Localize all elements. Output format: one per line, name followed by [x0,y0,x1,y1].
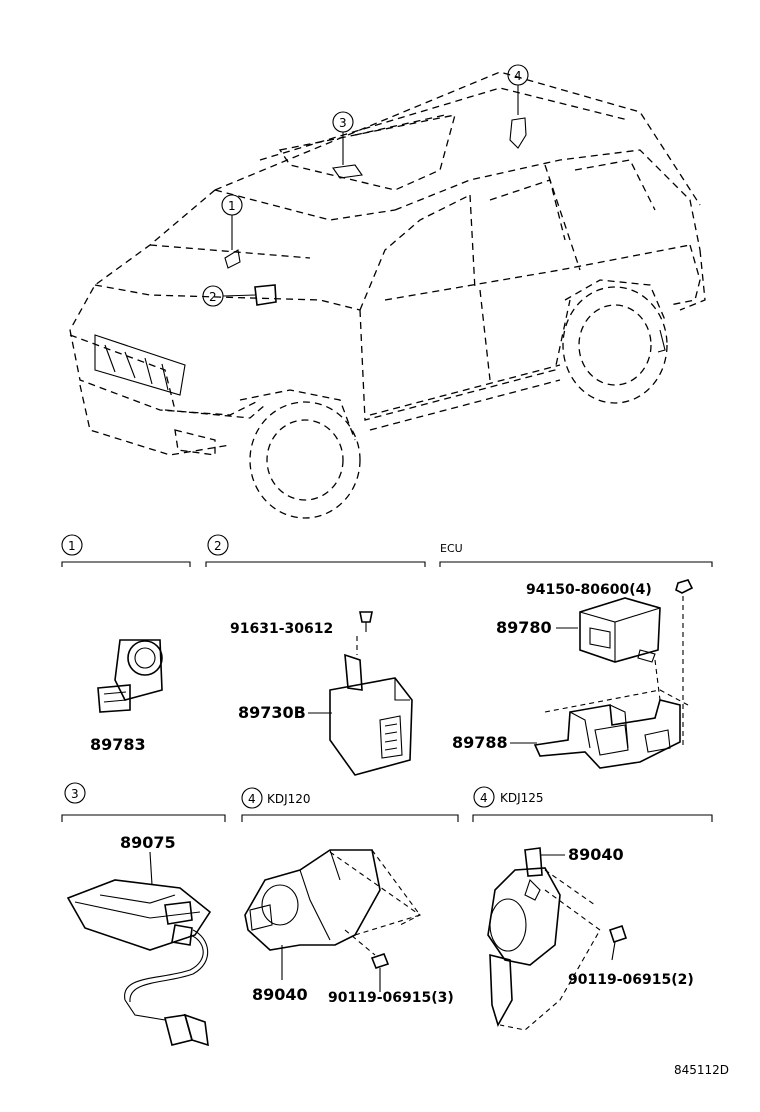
part-89788-bracket-drawing [533,659,689,769]
section-4b-variant: KDJ125 [500,791,544,805]
part-number-91631-30612: 91631-30612 [230,621,333,637]
part-90119-bolt-b [608,924,628,961]
part-89730B-drawing [329,653,413,776]
section-3-number: 3 [71,787,79,801]
part-number-94150-80600: 94150-80600(4) [526,582,652,598]
part-89075-sensor-drawing [66,879,212,1047]
part-number-89075: 89075 [120,833,176,852]
part-89040-kdj120-drawing [244,849,422,956]
part-89780-ecu-drawing [579,597,661,663]
part-number-89780: 89780 [496,618,552,637]
callout-3-number: 3 [339,116,347,130]
section-4-kdj120-header [241,787,459,822]
section-4a-number: 4 [248,792,256,806]
part-89783-drawing [97,639,163,713]
part-number-89788: 89788 [452,733,508,752]
part-number-89730B: 89730B [238,703,306,722]
part-number-90119-06915-2: 90119-06915(2) [568,972,694,988]
ecu-section-label: ECU [440,542,463,555]
part-number-89783: 89783 [90,735,146,754]
section-3-header [61,782,226,822]
part-94150-nut [675,579,694,745]
section-2-header [205,534,426,567]
ecu-section-header [439,561,713,567]
section-1-number: 1 [68,539,76,553]
vehicle-illustration [69,64,706,519]
section-1-header [61,534,191,567]
section-4a-variant: KDJ120 [267,792,311,806]
drawing-code: 845112D [674,1063,729,1077]
part-89040-kdj125-drawing [487,847,601,1031]
part-90119-bolt-a [370,953,390,992]
callout-4-number: 4 [514,69,522,83]
part-number-89040-kdj125: 89040 [568,845,624,864]
part-number-90119-06915-3: 90119-06915(3) [328,990,454,1006]
part-number-89040-kdj120: 89040 [252,985,308,1004]
callout-2-number: 2 [209,290,217,304]
section-4-kdj125-header [472,786,713,822]
callout-1-number: 1 [228,199,236,213]
part-91631-bolt [356,611,373,655]
section-4b-number: 4 [480,791,488,805]
section-2-number: 2 [214,539,222,553]
